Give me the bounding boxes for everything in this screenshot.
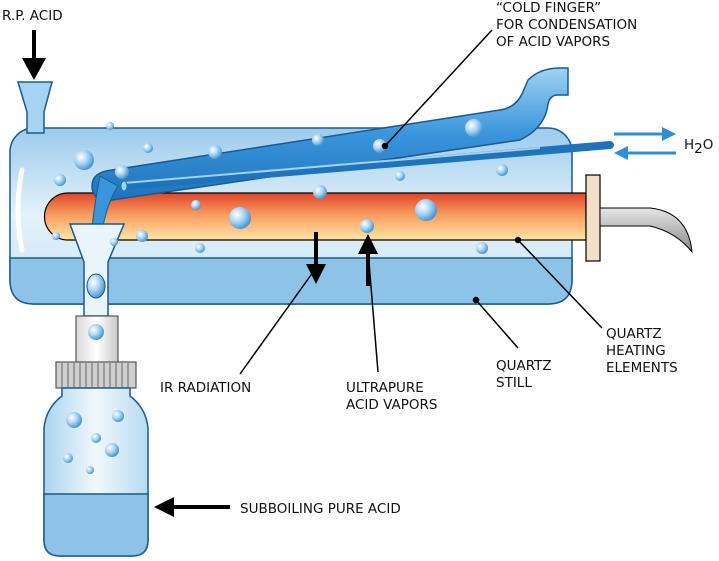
- label-quartz-still-1: QUARTZ: [496, 358, 552, 374]
- bubble: [143, 143, 153, 153]
- label-subboiling: SUBBOILING PURE ACID: [240, 501, 401, 517]
- cold-finger-inner-end: [120, 180, 128, 192]
- cold-finger-leader-dot: [381, 142, 389, 150]
- bubble: [191, 200, 201, 210]
- inlet-arrow-head: [22, 58, 46, 80]
- label-rp-acid: R.P. ACID: [2, 8, 63, 24]
- water-out-head: [662, 127, 676, 141]
- bubble: [63, 453, 73, 463]
- collection-tube: [75, 315, 119, 365]
- bubble: [395, 171, 405, 181]
- ultrapure-leader: [367, 249, 379, 373]
- collection-assembly: [55, 223, 137, 389]
- water-flow-arrows: H2O: [614, 127, 713, 160]
- heater-probe: [599, 207, 693, 254]
- bubble: [136, 230, 148, 242]
- bubble: [465, 119, 483, 137]
- quartz-still-leader-dot: [472, 296, 480, 304]
- subboiling-arrow: [154, 497, 230, 517]
- heating-elements-leader: [517, 239, 603, 329]
- water-label: H2O: [684, 137, 713, 157]
- vapor-arrow-head: [358, 234, 378, 254]
- still-highlight: [15, 167, 25, 253]
- bubble: [110, 238, 118, 246]
- bubble: [312, 134, 324, 146]
- label-ir-radiation: IR RADIATION: [160, 380, 251, 396]
- bubble: [54, 174, 66, 186]
- bubble: [476, 242, 488, 254]
- label-quartz-still-2: STILL: [496, 375, 532, 391]
- bubble: [360, 219, 374, 233]
- inlet-funnel: [16, 81, 53, 134]
- bubble: [52, 232, 60, 240]
- heater-rod: [43, 192, 587, 241]
- cold-finger-inner-highlight: [123, 147, 541, 184]
- bubble: [106, 122, 114, 130]
- bubble: [105, 443, 119, 457]
- bubble: [86, 466, 94, 474]
- quartz-heating-element: [43, 174, 693, 262]
- bubble: [415, 199, 437, 221]
- bubble: [66, 412, 82, 428]
- label-cold-finger-2: FOR CONDENSATION: [496, 17, 637, 33]
- water-in-head: [614, 146, 628, 160]
- collection-bottle: [43, 387, 149, 557]
- tube-drop: [88, 324, 104, 340]
- ir-radiation-leader: [239, 267, 317, 375]
- heater-end-cap: [585, 174, 601, 262]
- label-quartz-heating-3: ELEMENTS: [606, 360, 678, 376]
- bottle-cap: [55, 361, 137, 389]
- bubble: [208, 145, 222, 159]
- ir-arrow-head: [306, 264, 326, 284]
- leader-lines: [239, 29, 603, 375]
- vapor-bubbles: [52, 119, 508, 474]
- cold-finger-leader: [384, 29, 493, 147]
- falling-drop: [86, 273, 106, 299]
- bubble: [74, 150, 94, 170]
- label-cold-finger-1: “COLD FINGER”: [496, 0, 601, 16]
- label-quartz-heating-1: QUARTZ: [606, 326, 662, 342]
- bubble: [112, 410, 124, 422]
- bottle-liquid: [43, 493, 149, 557]
- still-liquid: [9, 257, 573, 305]
- heating-elements-leader-dot: [514, 236, 522, 244]
- bubble: [91, 433, 101, 443]
- bubble: [195, 243, 205, 253]
- bubble: [496, 164, 508, 176]
- bottle-cap-ridges: [61, 363, 129, 387]
- subboiling-arrow-head: [154, 497, 174, 517]
- bubble: [115, 165, 129, 179]
- bubble: [229, 207, 251, 229]
- quartz-still-leader: [475, 299, 519, 349]
- cold-finger-jacket: [91, 67, 569, 201]
- rp-acid-inlet: [16, 30, 53, 134]
- label-quartz-heating-2: HEATING: [606, 343, 666, 359]
- bubble: [313, 185, 327, 199]
- cold-finger-inner-tube: [120, 141, 614, 190]
- label-ultrapure-1: ULTRAPURE: [346, 380, 424, 396]
- label-cold-finger-3: OF ACID VAPORS: [496, 34, 610, 50]
- label-ultrapure-2: ACID VAPORS: [346, 397, 437, 413]
- bubble: [373, 139, 387, 153]
